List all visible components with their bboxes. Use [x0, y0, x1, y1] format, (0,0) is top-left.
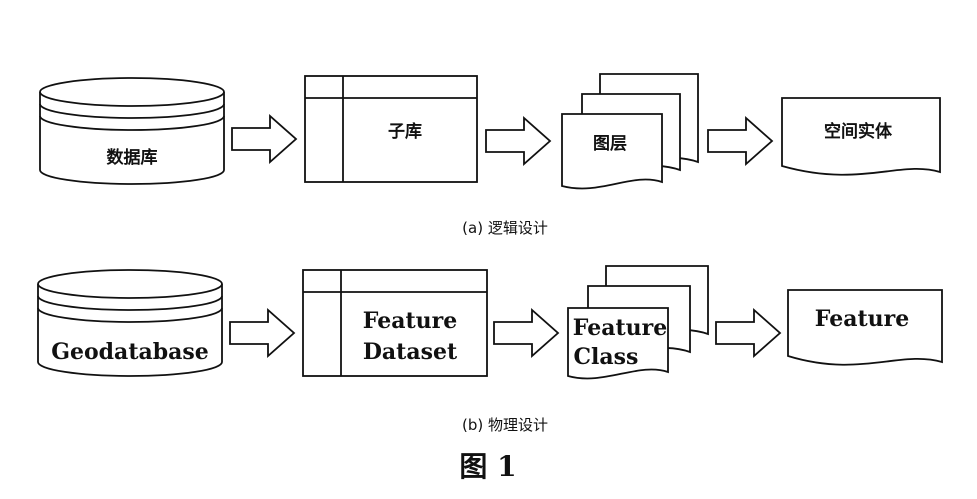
arrow-b1: [229, 308, 296, 358]
feature-class-label-line1: Feature: [573, 315, 667, 341]
feature-dataset-label-line2: Dataset: [363, 339, 458, 365]
arrow-b3: [715, 308, 782, 358]
caption-logical: (a) 逻辑设计: [462, 219, 548, 237]
caption-physical: (b) 物理设计: [462, 416, 548, 434]
feature-class-stack: [567, 265, 709, 380]
arrow-a1: [231, 114, 298, 164]
sub-library-label: 子库: [388, 121, 422, 142]
arrow-a3: [707, 116, 774, 166]
arrow-b2: [493, 308, 560, 358]
sub-library-box: [304, 75, 478, 183]
feature-class-label-line2: Class: [574, 344, 639, 370]
layer-stack: [561, 73, 699, 190]
database-cylinder-a: [39, 77, 225, 185]
database-cylinder-b: [37, 269, 223, 377]
database-label: 数据库: [107, 147, 158, 168]
spatial-entity-label: 空间实体: [824, 121, 893, 142]
arrow-a2: [485, 116, 552, 166]
figure-label: 图 1: [459, 450, 516, 483]
feature-doc: [787, 289, 943, 366]
spatial-entity-doc: [781, 97, 941, 176]
feature-dataset-label-line1: Feature: [363, 308, 457, 334]
layer-label: 图层: [593, 134, 627, 154]
feature-label: Feature: [815, 306, 909, 332]
geodatabase-label: Geodatabase: [51, 339, 209, 365]
feature-dataset-box: [302, 269, 488, 377]
